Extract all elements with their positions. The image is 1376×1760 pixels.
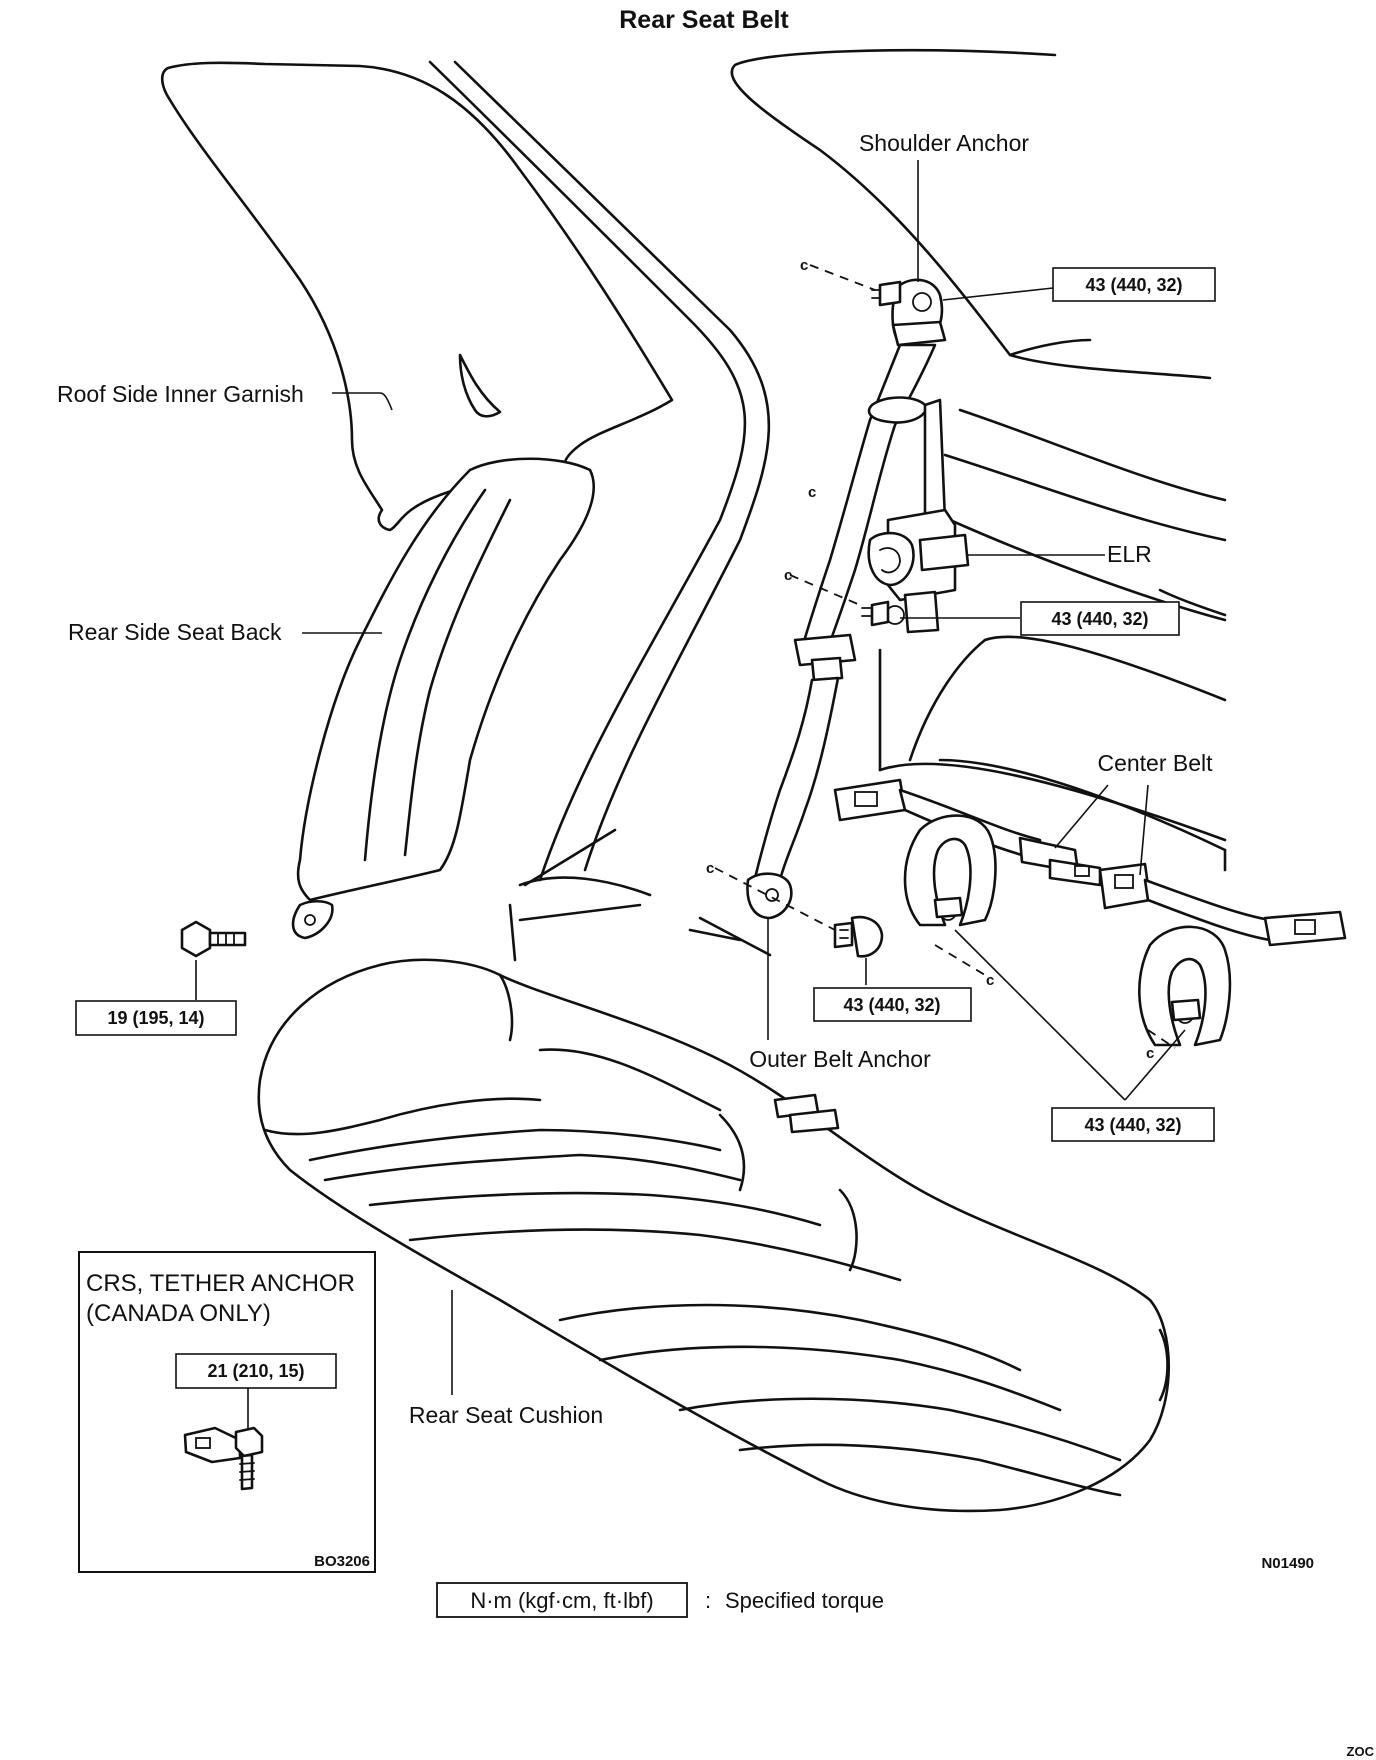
- svg-text:43 (440, 32): 43 (440, 32): [1084, 1115, 1181, 1135]
- torque-box-outer-anchor: 43 (440, 32): [813, 987, 972, 1022]
- torque-box-elr: 43 (440, 32): [1020, 601, 1180, 636]
- inset-title-line2: (CANADA ONLY): [86, 1300, 271, 1327]
- label-rear-seat-cushion: Rear Seat Cushion: [409, 1402, 603, 1428]
- label-outer-belt-anchor: Outer Belt Anchor: [749, 1046, 931, 1072]
- label-rear-side-seat-back: Rear Side Seat Back: [68, 619, 282, 645]
- legend-separator: :: [705, 1588, 711, 1613]
- rear-side-seat-back-part: [291, 457, 596, 940]
- svg-text:c: c: [808, 484, 816, 501]
- rear-seat-cushion-part: [257, 958, 1170, 1513]
- svg-text:c: c: [986, 972, 994, 989]
- svg-text:43 (440, 32): 43 (440, 32): [1051, 609, 1148, 629]
- svg-text:c: c: [784, 567, 792, 584]
- install-guide-lines: [714, 264, 1176, 1049]
- svg-text:c: c: [706, 860, 714, 877]
- outer-anchor-bolt: [833, 915, 884, 958]
- leader-lines: [195, 160, 1186, 1395]
- svg-text:43 (440, 32): 43 (440, 32): [1085, 275, 1182, 295]
- label-center-belt: Center Belt: [1097, 750, 1213, 776]
- vehicle-body-outline: [428, 48, 1227, 962]
- inset-torque: 21 (210, 15): [207, 1361, 304, 1381]
- svg-text:19 (195, 14): 19 (195, 14): [107, 1008, 204, 1028]
- torque-box-shoulder: 43 (440, 32): [1052, 267, 1216, 302]
- corner-code: ZOC: [1347, 1744, 1375, 1759]
- torque-box-seat-back: 19 (195, 14): [75, 1000, 237, 1036]
- label-roof-side-inner-garnish: Roof Side Inner Garnish: [57, 381, 304, 407]
- diagram-title: Rear Seat Belt: [619, 6, 789, 34]
- svg-text:c: c: [800, 257, 808, 274]
- center-belt-assembly: [833, 778, 1347, 1047]
- legend-unit: N·m (kgf·cm, ft·lbf): [470, 1588, 653, 1613]
- legend-meaning: Specified torque: [725, 1588, 884, 1613]
- diagram-code: N01490: [1261, 1555, 1314, 1572]
- torque-box-center-belt: 43 (440, 32): [1051, 1107, 1215, 1142]
- label-shoulder-anchor: Shoulder Anchor: [859, 130, 1029, 156]
- svg-text:43 (440, 32): 43 (440, 32): [843, 995, 940, 1015]
- inset-title-line1: CRS, TETHER ANCHOR: [86, 1270, 355, 1297]
- svg-text:c: c: [1146, 1045, 1154, 1062]
- inset-crs-tether-anchor: CRS, TETHER ANCHOR (CANADA ONLY) 21 (210…: [78, 1251, 376, 1573]
- c-markers: c c c c c c: [706, 257, 1154, 1062]
- torque-legend: N·m (kgf·cm, ft·lbf) : Specified torque: [436, 1582, 884, 1618]
- shoulder-belt-assembly: [746, 278, 970, 920]
- label-elr: ELR: [1107, 541, 1152, 567]
- inset-code: BO3206: [314, 1553, 370, 1570]
- roof-side-inner-garnish-part: [160, 61, 674, 532]
- seat-back-bolt: [180, 920, 247, 958]
